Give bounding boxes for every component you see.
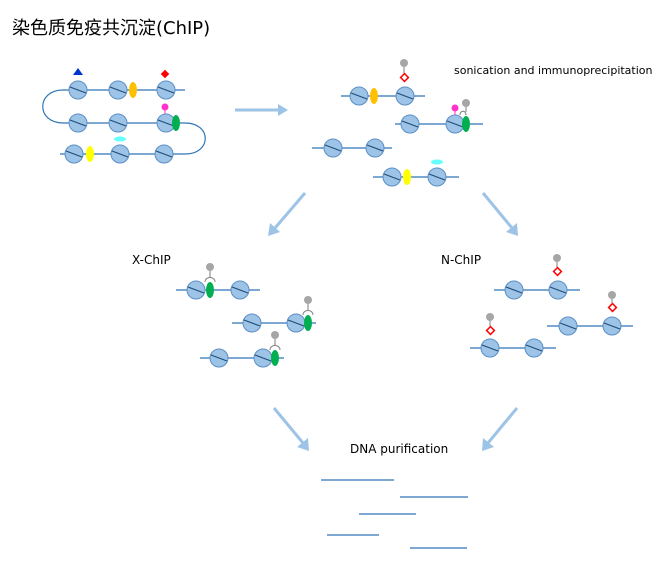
arrow-to-nchip — [481, 192, 518, 236]
nucleosome — [68, 113, 88, 133]
arrow-xchip-to-purification — [272, 407, 309, 451]
nchip-label: N-ChIP — [441, 253, 482, 267]
sonicated-fragments — [312, 59, 483, 187]
green-protein — [172, 115, 180, 131]
xchip-label: X-ChIP — [132, 253, 171, 267]
sonication-label: sonication and immunoprecipitation — [454, 64, 653, 77]
nucleosome — [154, 144, 174, 164]
arrow-to-xchip — [268, 192, 307, 236]
xchip-fragments — [176, 263, 316, 368]
nucleosome — [108, 80, 128, 100]
purified-dna — [321, 479, 468, 549]
page-title: 染色质免疫共沉淀(ChIP) — [12, 18, 211, 39]
cyan-protein — [114, 136, 126, 142]
nucleosome — [110, 144, 130, 164]
dna-purification-label: DNA purification — [350, 442, 449, 456]
nchip-fragments — [470, 254, 633, 358]
red-diamond-mark — [160, 69, 170, 79]
nucleosome — [68, 80, 88, 100]
nucleosome — [108, 113, 128, 133]
chromatin-fiber — [42, 68, 206, 164]
yellow-protein — [86, 146, 94, 162]
nucleosome — [64, 144, 84, 164]
blue-triangle-mark — [73, 68, 83, 75]
arrow-nchip-to-purification — [482, 407, 519, 451]
orange-protein — [129, 82, 137, 98]
magenta-mark — [161, 103, 169, 111]
arrow-right — [235, 104, 288, 116]
nucleosome — [156, 80, 176, 100]
